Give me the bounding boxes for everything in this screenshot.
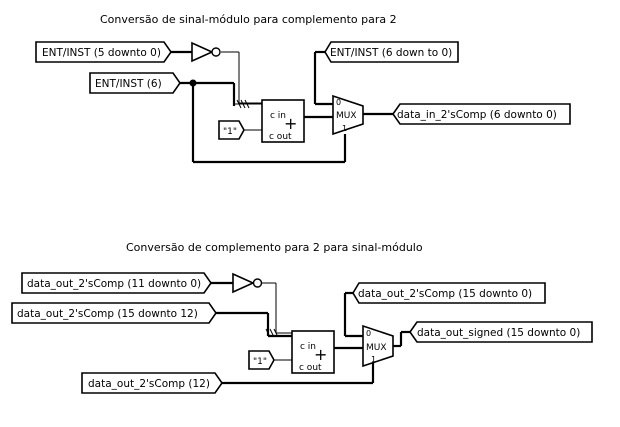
hash-marks (236, 99, 250, 109)
svg-text:"1": "1" (223, 127, 237, 137)
adder-block: c in + c out (291, 330, 335, 374)
output-port-data-in-2scomp[interactable]: data_in_2'sComp (6 downto 0) (392, 103, 571, 125)
svg-text:c out: c out (269, 132, 292, 142)
svg-text:data_out_2'sComp (15 downto 12: data_out_2'sComp (15 downto 12) (17, 308, 198, 320)
input-port-data-out-low[interactable]: data_out_2'sComp (11 downto 0) (21, 272, 212, 294)
input-port-data-out-high[interactable]: data_out_2'sComp (15 downto 12) (11, 302, 217, 324)
svg-text:"1": "1" (253, 357, 267, 367)
svg-text:MUX: MUX (336, 111, 357, 121)
diagram-1: Conversão de sinal-módulo para complemen… (35, 13, 571, 164)
mux-2: 0 MUX 1 (362, 324, 394, 368)
svg-text:1: 1 (342, 124, 347, 133)
svg-text:0: 0 (336, 98, 341, 107)
svg-text:c out: c out (299, 363, 322, 373)
svg-text:c in: c in (300, 342, 316, 352)
svg-text:+: + (314, 345, 327, 364)
output-port-data-out-signed[interactable]: data_out_signed (15 downto 0) (409, 321, 593, 343)
diagram-2: Conversão de complemento para 2 para sin… (11, 241, 593, 394)
svg-text:1: 1 (371, 355, 376, 364)
svg-text:ENT/INST (5 downto 0): ENT/INST (5 downto 0) (42, 47, 161, 59)
input-port-ent-inst-sign[interactable]: ENT/INST (6) (89, 72, 181, 94)
svg-text:ENT/INST (6): ENT/INST (6) (95, 78, 162, 90)
constant-one: "1" (248, 350, 275, 370)
svg-text:MUX: MUX (366, 343, 387, 353)
inverter-gate (232, 272, 263, 294)
mux-1: 0 MUX 1 (332, 94, 364, 136)
output-port-ent-inst[interactable]: ENT/INST (6 down to 0) (324, 41, 459, 63)
diagram-2-title: Conversão de complemento para 2 para sin… (126, 241, 423, 254)
svg-text:ENT/INST (6 down to 0): ENT/INST (6 down to 0) (330, 47, 452, 59)
svg-text:data_out_2'sComp (15 downto 0): data_out_2'sComp (15 downto 0) (358, 288, 532, 300)
input-port-ent-inst-low[interactable]: ENT/INST (5 downto 0) (35, 41, 172, 63)
svg-text:data_out_signed (15 downto 0): data_out_signed (15 downto 0) (417, 327, 580, 339)
svg-text:0: 0 (366, 329, 371, 338)
adder-block: c in + c out (261, 99, 305, 143)
svg-text:data_in_2'sComp (6 downto 0): data_in_2'sComp (6 downto 0) (397, 109, 557, 121)
svg-text:data_out_2'sComp (12): data_out_2'sComp (12) (88, 378, 210, 390)
diagram-2-wires (211, 281, 410, 385)
hash-marks (265, 328, 279, 338)
svg-text:c in: c in (270, 111, 286, 121)
output-port-data-out-2scomp[interactable]: data_out_2'sComp (15 downto 0) (352, 282, 546, 304)
junction-dot (189, 79, 197, 87)
svg-text:data_out_2'sComp (11 downto 0): data_out_2'sComp (11 downto 0) (27, 278, 201, 290)
input-port-data-out-sign[interactable]: data_out_2'sComp (12) (81, 372, 223, 394)
diagram-1-title: Conversão de sinal-módulo para complemen… (100, 13, 397, 26)
constant-one: "1" (218, 120, 245, 140)
inverter-gate (191, 41, 221, 63)
svg-text:+: + (284, 114, 297, 133)
